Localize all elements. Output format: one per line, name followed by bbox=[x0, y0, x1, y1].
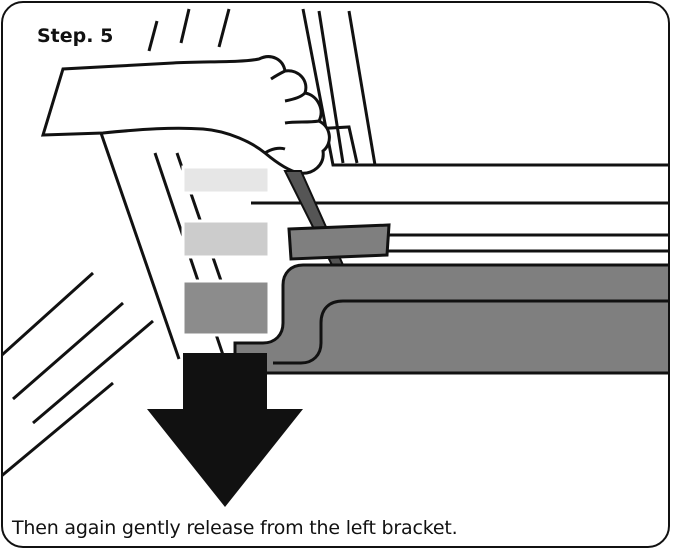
left-bracket bbox=[233, 263, 668, 375]
step-title: Step. 5 bbox=[33, 23, 118, 49]
hand-icon bbox=[40, 55, 331, 175]
motion-trail bbox=[181, 165, 271, 337]
bracket-inner-edge bbox=[273, 299, 668, 365]
bracket-tab bbox=[287, 223, 391, 261]
down-arrow-icon bbox=[147, 353, 303, 507]
instruction-caption: Then again gently release from the left … bbox=[12, 517, 458, 539]
bracket-release-illustration bbox=[3, 8, 668, 507]
